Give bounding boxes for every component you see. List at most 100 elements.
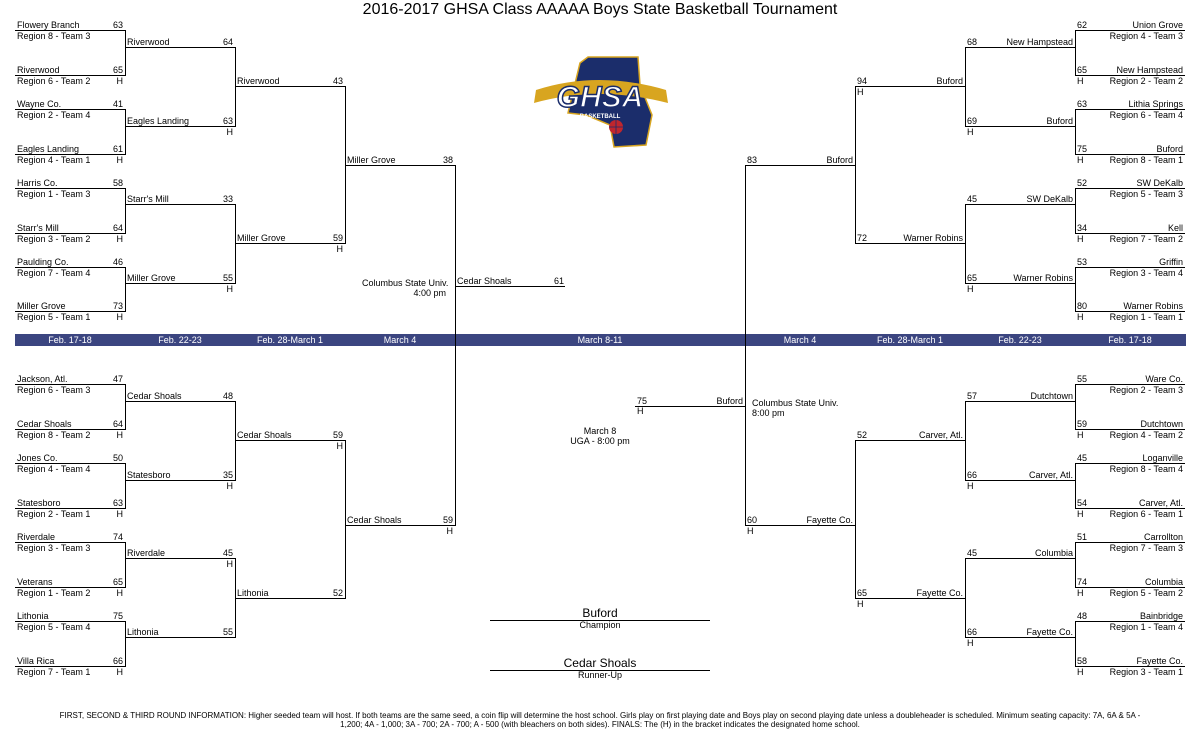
left-r3-team-name: Riverwood bbox=[237, 76, 280, 86]
right-r1-team-name: Dutchtown bbox=[1140, 419, 1183, 429]
left-r1-team-name: Harris Co. bbox=[17, 178, 58, 188]
right-r4-team-name: Fayette Co. bbox=[806, 515, 853, 525]
left-r1-slot-line bbox=[15, 542, 125, 543]
right-r1-seed: Region 1 - Team 1 bbox=[1109, 312, 1183, 322]
right-r1-team-name: New Hampstead bbox=[1116, 65, 1183, 75]
left-r1-team-name: Wayne Co. bbox=[17, 99, 62, 109]
left-r1-seed: Region 5 - Team 4 bbox=[17, 622, 91, 632]
left-r1-team-name: Miller Grove bbox=[17, 301, 66, 311]
left-r3-connector bbox=[345, 440, 346, 599]
left-r2-team-name: Starr's Mill bbox=[127, 194, 169, 204]
left-r4-slot-line bbox=[345, 165, 455, 166]
left-r1-slot-line bbox=[15, 384, 125, 385]
right-r2-score: 65 bbox=[967, 273, 978, 283]
final-date: March 8 bbox=[583, 426, 617, 436]
left-r1-seed: Region 4 - Team 4 bbox=[17, 464, 91, 474]
left-r2-slot-line bbox=[125, 637, 235, 638]
left-r1-seed: Region 7 - Team 4 bbox=[17, 268, 91, 278]
right-r3-connector bbox=[855, 440, 856, 599]
right-r1-host-mark: H bbox=[1077, 312, 1084, 322]
left-r2-team-name: Statesboro bbox=[127, 470, 171, 480]
right-r1-slot-line bbox=[1075, 429, 1185, 430]
left-r1-seed: Region 2 - Team 1 bbox=[17, 509, 91, 519]
right-r2-host-mark: H bbox=[967, 127, 974, 137]
right-r3-score: 65 bbox=[857, 588, 868, 598]
left-r1-score: 64 bbox=[112, 419, 123, 429]
left-r3-score: 52 bbox=[332, 588, 343, 598]
right-r2-slot-line bbox=[965, 558, 1075, 559]
right-r3-connector bbox=[855, 86, 856, 244]
right-r1-slot-line bbox=[1075, 587, 1185, 588]
final-site: UGA - 8:00 pm bbox=[570, 436, 630, 446]
left-r1-score: 47 bbox=[112, 374, 123, 384]
right-r1-connector bbox=[1075, 621, 1076, 667]
round-date-left-2: Feb. 22-23 bbox=[158, 335, 202, 345]
right-r4-host-mark: H bbox=[747, 526, 754, 536]
left-r1-score: 74 bbox=[112, 532, 123, 542]
right-r2-slot-line bbox=[965, 126, 1075, 127]
right-r3-team-name: Buford bbox=[936, 76, 963, 86]
left-r2-host-mark: H bbox=[226, 481, 234, 491]
right-r3-slot-line bbox=[855, 86, 965, 87]
right-r1-seed: Region 3 - Team 4 bbox=[1109, 268, 1183, 278]
left-r2-score: 64 bbox=[222, 37, 233, 47]
right-r2-team-name: New Hampstead bbox=[1006, 37, 1073, 47]
right-r1-score: 48 bbox=[1077, 611, 1088, 621]
left-r1-score: 65 bbox=[112, 65, 123, 75]
right-r1-seed: Region 7 - Team 3 bbox=[1109, 543, 1183, 553]
right-r1-team-name: Kell bbox=[1167, 223, 1183, 233]
left-r1-connector bbox=[125, 267, 126, 312]
left-r1-connector bbox=[125, 621, 126, 667]
right-r2-slot-line bbox=[965, 401, 1075, 402]
right-r1-host-mark: H bbox=[1077, 509, 1084, 519]
round-date-right-3: Feb. 28-March 1 bbox=[876, 335, 944, 345]
right-r1-slot-line bbox=[1075, 508, 1185, 509]
left-r4-host-mark: H bbox=[446, 526, 454, 536]
left-semifinal-time: 4:00 pm bbox=[413, 288, 446, 298]
right-r1-connector bbox=[1075, 267, 1076, 312]
right-r2-team-name: Fayette Co. bbox=[1026, 627, 1073, 637]
runner-up-team: Cedar Shoals bbox=[563, 656, 637, 670]
left-r1-seed: Region 3 - Team 3 bbox=[17, 543, 91, 553]
right-r2-slot-line bbox=[965, 283, 1075, 284]
left-r1-score: 61 bbox=[112, 144, 123, 154]
right-r1-seed: Region 4 - Team 3 bbox=[1109, 31, 1183, 41]
left-r3-score: 43 bbox=[332, 76, 343, 86]
left-r3-slot-line bbox=[235, 440, 345, 441]
left-r1-score: 58 bbox=[112, 178, 123, 188]
left-r1-slot-line bbox=[15, 233, 125, 234]
round-date-right-2: Feb. 22-23 bbox=[998, 335, 1042, 345]
right-r1-seed: Region 7 - Team 2 bbox=[1109, 234, 1183, 244]
right-r1-team-name: Lithia Springs bbox=[1128, 99, 1183, 109]
right-r1-team-name: Buford bbox=[1156, 144, 1183, 154]
right-r2-slot-line bbox=[965, 204, 1075, 205]
right-r2-connector bbox=[965, 401, 966, 481]
right-r3-team-name: Fayette Co. bbox=[916, 588, 963, 598]
right-r1-score: 65 bbox=[1077, 65, 1088, 75]
left-r1-score: 46 bbox=[112, 257, 123, 267]
left-r1-host-mark: H bbox=[116, 667, 124, 677]
left-r2-team-name: Miller Grove bbox=[127, 273, 176, 283]
left-r2-team-name: Riverdale bbox=[127, 548, 166, 558]
left-r1-score: 41 bbox=[112, 99, 123, 109]
right-r2-connector bbox=[965, 204, 966, 284]
left-r3-host-mark: H bbox=[336, 244, 344, 254]
right-r1-slot-line bbox=[1075, 267, 1185, 268]
right-r1-seed: Region 2 - Team 3 bbox=[1109, 385, 1183, 395]
right-r1-connector bbox=[1075, 384, 1076, 430]
left-r1-team-name: Lithonia bbox=[17, 611, 49, 621]
right-r2-team-name: Warner Robins bbox=[1013, 273, 1073, 283]
ghsa-logo: GHSA BASKETBALL bbox=[534, 56, 668, 148]
right-r1-seed: Region 8 - Team 4 bbox=[1109, 464, 1183, 474]
logo-text: GHSA bbox=[557, 81, 644, 114]
right-final-host-mark: H bbox=[637, 406, 644, 416]
right-r1-team-name: Carver, Atl. bbox=[1138, 498, 1183, 508]
left-semifinal-venue: Columbus State Univ. bbox=[362, 278, 449, 288]
right-r3-slot-line bbox=[855, 598, 965, 599]
left-r1-connector bbox=[125, 188, 126, 234]
left-r1-seed: Region 2 - Team 4 bbox=[17, 110, 91, 120]
left-r4-score: 59 bbox=[442, 515, 453, 525]
left-r1-slot-line bbox=[15, 621, 125, 622]
left-r1-slot-line bbox=[15, 30, 125, 31]
right-r1-seed: Region 6 - Team 4 bbox=[1109, 110, 1183, 120]
